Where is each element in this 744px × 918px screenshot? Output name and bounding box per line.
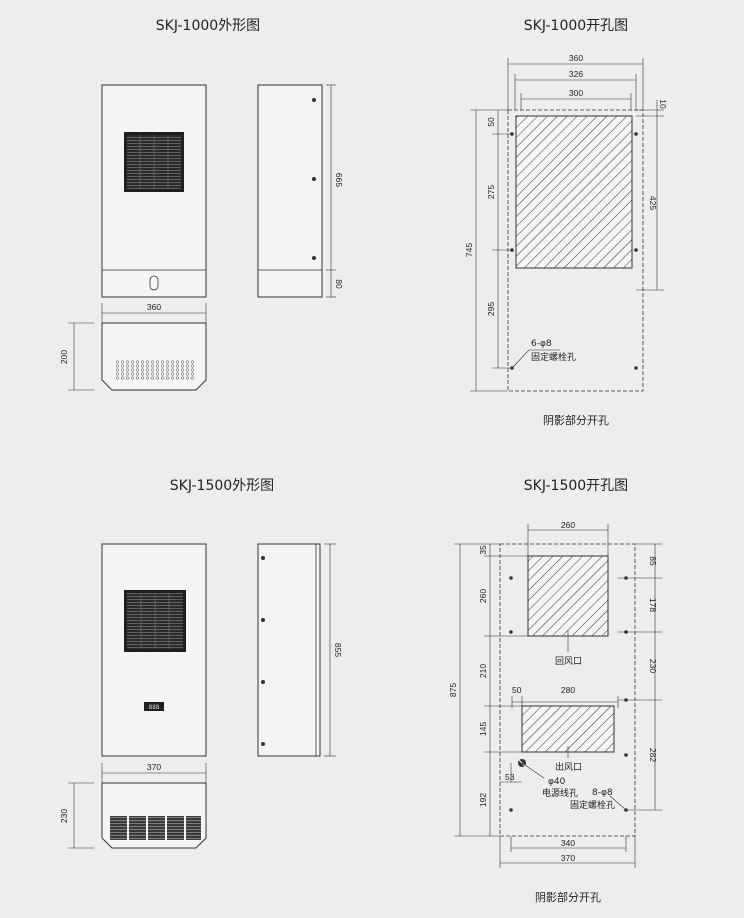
dim-230-right: 230 (648, 659, 658, 673)
dim-10: 10 (658, 99, 668, 109)
return-label: 回风口 (555, 656, 582, 667)
skj1000-hole-spec: 6-φ8 (531, 339, 552, 349)
dim-80: 80 (334, 279, 344, 289)
skj1000-cutout-drawing: 360 326 300 745 50 275 295 10 425 6-φ8 固… (464, 53, 668, 392)
skj1500-control-panel (144, 702, 164, 711)
dim-210: 210 (478, 664, 488, 678)
bolt-spec: 8-φ8 (592, 788, 613, 798)
dim-370-top: 370 (147, 762, 161, 772)
skj1000-top-vent (114, 360, 194, 380)
dim-230: 230 (59, 809, 69, 823)
dim-85: 85 (648, 556, 658, 566)
skj1000-caption: 阴影部分开孔 (543, 413, 609, 427)
skj1500-cutout-drawing: 260 回风口 50 280 出风口 53 φ40 电源线孔 8-φ8 固定螺栓… (448, 520, 662, 868)
skj1500-outline-dashed (499, 543, 636, 837)
dim-178: 178 (648, 598, 658, 612)
skj1500-outline-title: SKJ-1500外形图 (170, 478, 274, 494)
dim-260-top: 260 (561, 520, 575, 530)
skj1000-cutout-title: SKJ-1000开孔图 (524, 18, 628, 34)
dim-50-mid: 50 (512, 685, 522, 695)
dim-875: 875 (448, 683, 458, 697)
skj1000-top-view: 360 200 (59, 302, 207, 391)
skj1500-caption: 阴影部分开孔 (535, 890, 601, 904)
skj1500-top-view: 370 230 (59, 762, 207, 849)
outlet-label: 出风口 (555, 761, 582, 773)
dim-370: 370 (561, 853, 575, 863)
skj1000-hole-label: 固定螺栓孔 (531, 351, 576, 363)
dim-192: 192 (478, 793, 488, 807)
dim-260-left: 260 (478, 589, 488, 603)
skj1000-front-view (101, 84, 207, 298)
skj1500-front-view: 888 (101, 543, 207, 757)
skj1000-cutout-area (515, 115, 633, 269)
skj1000-handle (149, 275, 159, 291)
dim-53: 53 (505, 772, 515, 782)
skj1000-outline-dashed (507, 109, 644, 392)
dim-275: 275 (486, 185, 496, 199)
dim-425: 425 (648, 196, 658, 210)
skj1500-outlet-cutout (521, 705, 615, 753)
skj1500-side-view: 855 (257, 543, 343, 757)
dim-280: 280 (561, 685, 575, 695)
power-hole-spec: φ40 (548, 777, 566, 787)
dim-360: 360 (569, 53, 583, 63)
skj1000-outline-title: SKJ-1000外形图 (156, 18, 260, 34)
dim-300: 300 (569, 88, 583, 98)
dim-855: 855 (333, 643, 343, 657)
dim-282: 282 (648, 748, 658, 762)
dim-50: 50 (486, 117, 496, 127)
dim-340: 340 (561, 838, 575, 848)
dim-665: 665 (334, 173, 344, 187)
dim-745: 745 (464, 243, 474, 257)
dim-145: 145 (478, 722, 488, 736)
dim-200: 200 (59, 350, 69, 364)
skj1500-cutout-title: SKJ-1500开孔图 (524, 478, 628, 494)
skj1500-return-cutout (527, 555, 609, 637)
skj1000-side-view: 665 80 (257, 84, 344, 298)
bolt-label: 固定螺栓孔 (570, 799, 615, 811)
dim-360-top: 360 (147, 302, 161, 312)
skj1500-display: 888 (149, 704, 160, 711)
power-hole-label: 电源线孔 (542, 787, 578, 799)
dim-35: 35 (478, 545, 488, 555)
dim-295: 295 (486, 302, 496, 316)
dim-326: 326 (569, 69, 583, 79)
